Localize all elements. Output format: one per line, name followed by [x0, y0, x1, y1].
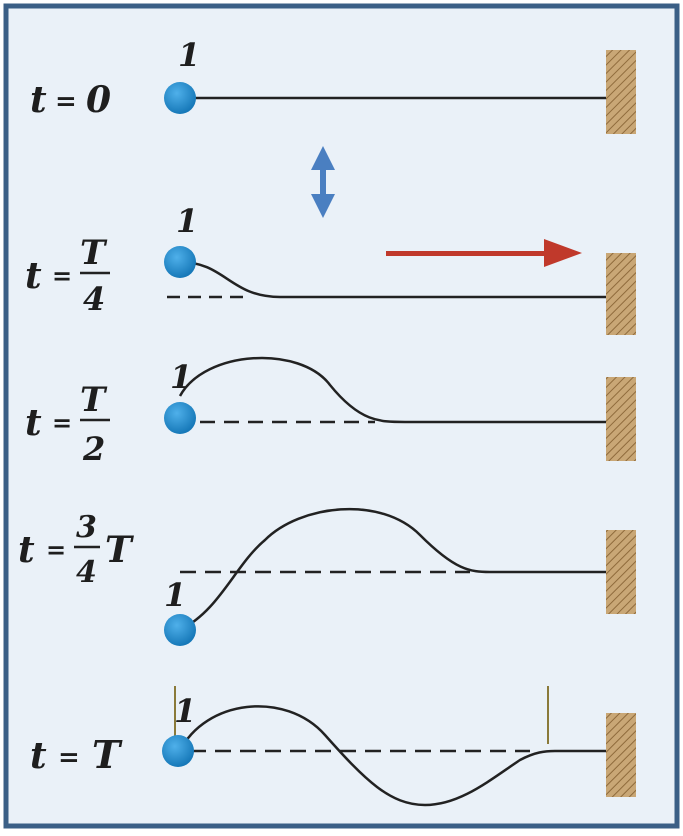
string	[178, 356, 606, 424]
panel-t-half: t = T 2 1	[25, 356, 636, 468]
point-ball	[164, 402, 196, 434]
time-label-eq: =	[58, 743, 80, 773]
panel-t-three-quarters: t = 3 4 T 1	[18, 507, 636, 646]
panel-t-quarter: t = T 4 1	[25, 202, 636, 335]
time-label-eq: =	[52, 261, 72, 290]
time-label-value: 0	[86, 79, 111, 121]
time-label-t: t	[18, 529, 35, 571]
fraction-numerator: 3	[76, 510, 97, 545]
time-label-t: t	[25, 402, 42, 444]
point-label: 1	[174, 692, 196, 730]
string	[179, 507, 606, 632]
string	[178, 705, 606, 807]
wall	[606, 530, 636, 614]
point-label: 1	[164, 576, 186, 614]
point-label: 1	[170, 358, 192, 396]
point-ball	[164, 614, 196, 646]
fraction-denominator: 4	[76, 555, 97, 590]
panel-t-full: t = T 1	[30, 686, 636, 807]
time-label-t: t	[30, 79, 47, 121]
time-label-value: T	[92, 732, 123, 777]
time-label-eq: =	[55, 87, 77, 117]
panel-t0: t = 0 1	[30, 36, 636, 134]
point-label: 1	[178, 36, 200, 74]
time-label-eq: =	[52, 408, 72, 437]
oscillation-arrow	[311, 146, 335, 218]
propagation-arrow	[386, 239, 582, 267]
point-ball	[164, 82, 196, 114]
wall	[606, 253, 636, 335]
time-label-t: t	[25, 255, 42, 297]
point-ball	[164, 246, 196, 278]
background	[3, 3, 680, 829]
fraction-denominator: 2	[82, 430, 105, 468]
wall	[606, 713, 636, 797]
point-label: 1	[176, 202, 198, 240]
wall	[606, 377, 636, 461]
fraction-numerator: T	[80, 380, 108, 420]
wall	[606, 50, 636, 134]
fraction-denominator: 4	[83, 280, 105, 318]
fraction-numerator: T	[80, 233, 108, 273]
time-label-suffix: T	[105, 529, 134, 571]
time-label-t: t	[30, 735, 47, 777]
time-label-eq: =	[46, 535, 66, 564]
point-ball	[162, 735, 194, 767]
